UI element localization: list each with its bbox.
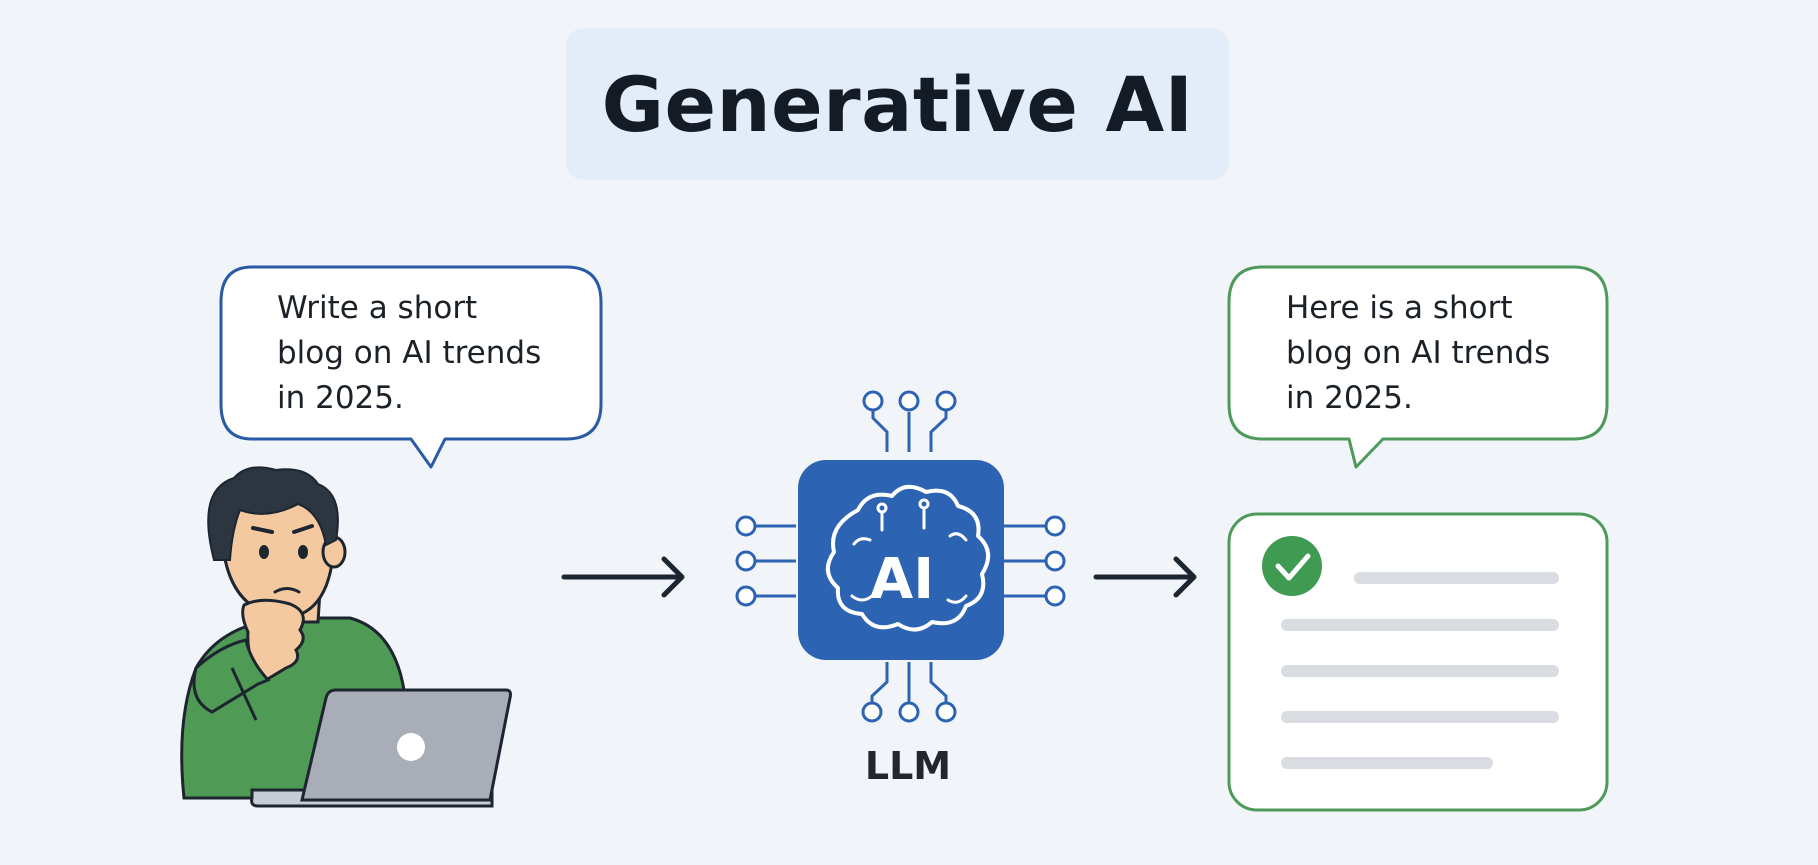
person-eye-right	[298, 545, 308, 559]
title-banner: Generative AI	[566, 28, 1229, 180]
person-eyebrow-right	[292, 524, 314, 534]
laptop-icon	[250, 688, 512, 808]
person-hand	[241, 598, 305, 682]
person-arm-fold	[230, 667, 258, 721]
ai-brain-chip-icon: AI	[735, 390, 1066, 723]
person-mouth	[273, 587, 301, 594]
check-circle-icon	[1262, 536, 1322, 596]
document-text-lines	[1281, 572, 1559, 769]
arrow-right-icon	[1093, 556, 1197, 598]
person-arm	[192, 638, 271, 714]
person-hair	[207, 466, 339, 561]
page-title: Generative AI	[601, 59, 1194, 149]
prompt-speech-bubble	[219, 265, 603, 469]
arrow-right-icon	[561, 556, 685, 598]
response-speech-bubble	[1227, 265, 1609, 469]
person-eyebrow-left	[251, 526, 274, 534]
laptop-logo	[397, 733, 425, 761]
document-icon	[1227, 512, 1609, 812]
document-card	[1227, 512, 1609, 812]
model-label: LLM	[864, 744, 952, 788]
response-text: Here is a short blog on AI trends in 202…	[1286, 290, 1551, 416]
brain-outline	[826, 484, 990, 632]
person-eye-left	[259, 545, 269, 559]
chip-label: AI	[870, 547, 934, 612]
thinking-person-icon	[180, 466, 406, 800]
prompt-text: Write a short blog on AI trends in 2025.	[277, 290, 542, 416]
